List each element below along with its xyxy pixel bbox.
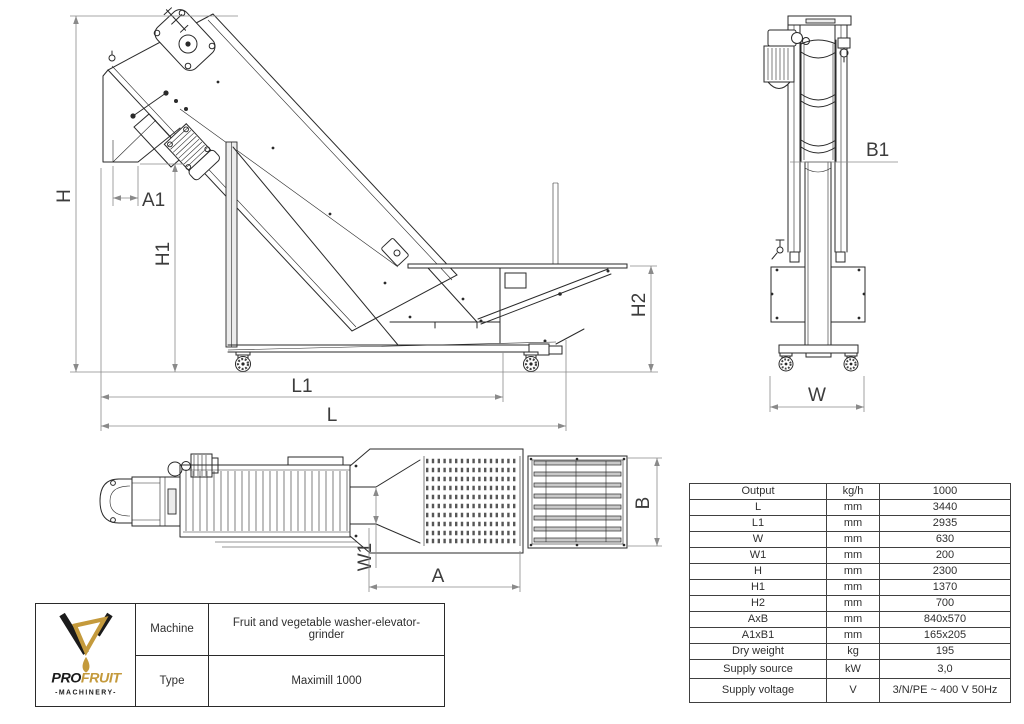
dim-label-l1: L1 [291, 376, 312, 397]
top-view-drawing: W1 A B [99, 448, 662, 592]
spec-value: 3/N/PE ~ 400 V 50Hz [879, 678, 1011, 703]
spec-row: W mm 630 [689, 531, 1011, 548]
spec-row: H2 mm 700 [689, 595, 1011, 612]
title-block: PROFRUIT -MACHINERY- Machine Fruit and v… [35, 603, 445, 707]
front-view-dimensions: B1 W [769, 140, 898, 412]
spec-param: Output [689, 483, 827, 500]
svg-text:PROFRUIT: PROFRUIT [51, 671, 122, 687]
dim-label-a: A [432, 566, 445, 587]
droplet-icon [82, 656, 89, 673]
title-block-machine-row: Machine Fruit and vegetable washer-eleva… [136, 604, 444, 655]
machine-label: Machine [136, 604, 209, 655]
logo-text-pro: PRO [51, 671, 81, 687]
spec-row: Dry weight kg 195 [689, 643, 1011, 660]
spec-unit: mm [826, 499, 880, 516]
logo-text-machinery: -MACHINERY- [55, 690, 117, 697]
spec-param: AxB [689, 611, 827, 628]
spec-row: H1 mm 1370 [689, 579, 1011, 596]
spec-param: L [689, 499, 827, 516]
logo-text-fruit: FRUIT [80, 671, 121, 687]
caster-wheel [523, 351, 539, 372]
spec-value: 165x205 [879, 627, 1011, 644]
spec-param: Supply source [689, 659, 827, 679]
infeed-grate [527, 455, 628, 549]
spec-unit: kW [826, 659, 880, 679]
spec-row: W1 mm 200 [689, 547, 1011, 564]
spec-value: 700 [879, 595, 1011, 612]
spec-param: L1 [689, 515, 827, 532]
dim-label-a1: A1 [142, 190, 165, 211]
front-view-drawing: B1 W [763, 15, 898, 412]
spec-value: 200 [879, 547, 1011, 564]
spec-value: 3,0 [879, 659, 1011, 679]
type-label: Type [136, 655, 209, 706]
dim-label-w1: W1 [355, 543, 376, 572]
profruit-logo: PROFRUIT -MACHINERY- [36, 604, 136, 706]
dim-label-b: B [633, 497, 654, 510]
side-view-dimensions: H H1 A1 H2 L1 L [54, 15, 658, 431]
spec-row: Supply voltage V 3/N/PE ~ 400 V 50Hz [689, 678, 1011, 703]
spec-unit: mm [826, 531, 880, 548]
caster-wheel [235, 351, 251, 372]
spec-unit: mm [826, 515, 880, 532]
spec-param: Supply voltage [689, 678, 827, 703]
spec-param: W1 [689, 547, 827, 564]
spec-unit: V [826, 678, 880, 703]
spec-value: 3440 [879, 499, 1011, 516]
spec-row: Supply source kW 3,0 [689, 659, 1011, 679]
spec-value: 2935 [879, 515, 1011, 532]
spec-value: 2300 [879, 563, 1011, 580]
spec-row: A1xB1 mm 165x205 [689, 627, 1011, 644]
machine-value: Fruit and vegetable washer-elevator-grin… [232, 617, 421, 642]
spec-unit: mm [826, 611, 880, 628]
spec-value: 630 [879, 531, 1011, 548]
spec-value: 195 [879, 643, 1011, 660]
dim-label-h: H [54, 189, 75, 203]
spec-unit: kg [826, 643, 880, 660]
title-block-type-row: Type Maximill 1000 [136, 654, 444, 706]
profruit-logo-icon: PROFRUIT -MACHINERY- [51, 612, 122, 697]
spec-row: L mm 3440 [689, 499, 1011, 516]
dim-label-h2: H2 [629, 293, 650, 317]
grinder-motor [163, 123, 220, 181]
spec-param: H2 [689, 595, 827, 612]
spec-value: 1000 [879, 483, 1011, 500]
spec-unit: mm [826, 595, 880, 612]
spec-unit: kg/h [826, 483, 880, 500]
top-view-dimensions: W1 A B [355, 457, 662, 592]
spec-unit: mm [826, 563, 880, 580]
spec-param: H [689, 563, 827, 580]
spec-param: A1xB1 [689, 627, 827, 644]
spec-param: H1 [689, 579, 827, 596]
side-view-drawing: H H1 A1 H2 L1 L [54, 7, 658, 431]
spec-row: Output kg/h 1000 [689, 483, 1011, 500]
spec-unit: mm [826, 627, 880, 644]
spec-param: W [689, 531, 827, 548]
spec-row: AxB mm 840x570 [689, 611, 1011, 628]
spec-row: H mm 2300 [689, 563, 1011, 580]
type-value: Maximill 1000 [291, 674, 362, 687]
spec-value: 1370 [879, 579, 1011, 596]
spec-unit: mm [826, 579, 880, 596]
caster-wheel [778, 352, 794, 372]
spec-value: 840x570 [879, 611, 1011, 628]
spec-row: L1 mm 2935 [689, 515, 1011, 532]
head-anchor-fitting [163, 7, 189, 33]
spec-unit: mm [826, 547, 880, 564]
caster-wheel [843, 352, 859, 372]
spec-param: Dry weight [689, 643, 827, 660]
dim-label-h1: H1 [153, 242, 174, 266]
dim-label-l: L [327, 405, 338, 426]
spec-table: Output kg/h 1000 L mm 3440 L1 mm 2935 W … [689, 483, 1011, 703]
drive-motor [763, 29, 810, 89]
dim-label-b1: B1 [866, 140, 889, 161]
dim-label-w: W [808, 385, 826, 406]
